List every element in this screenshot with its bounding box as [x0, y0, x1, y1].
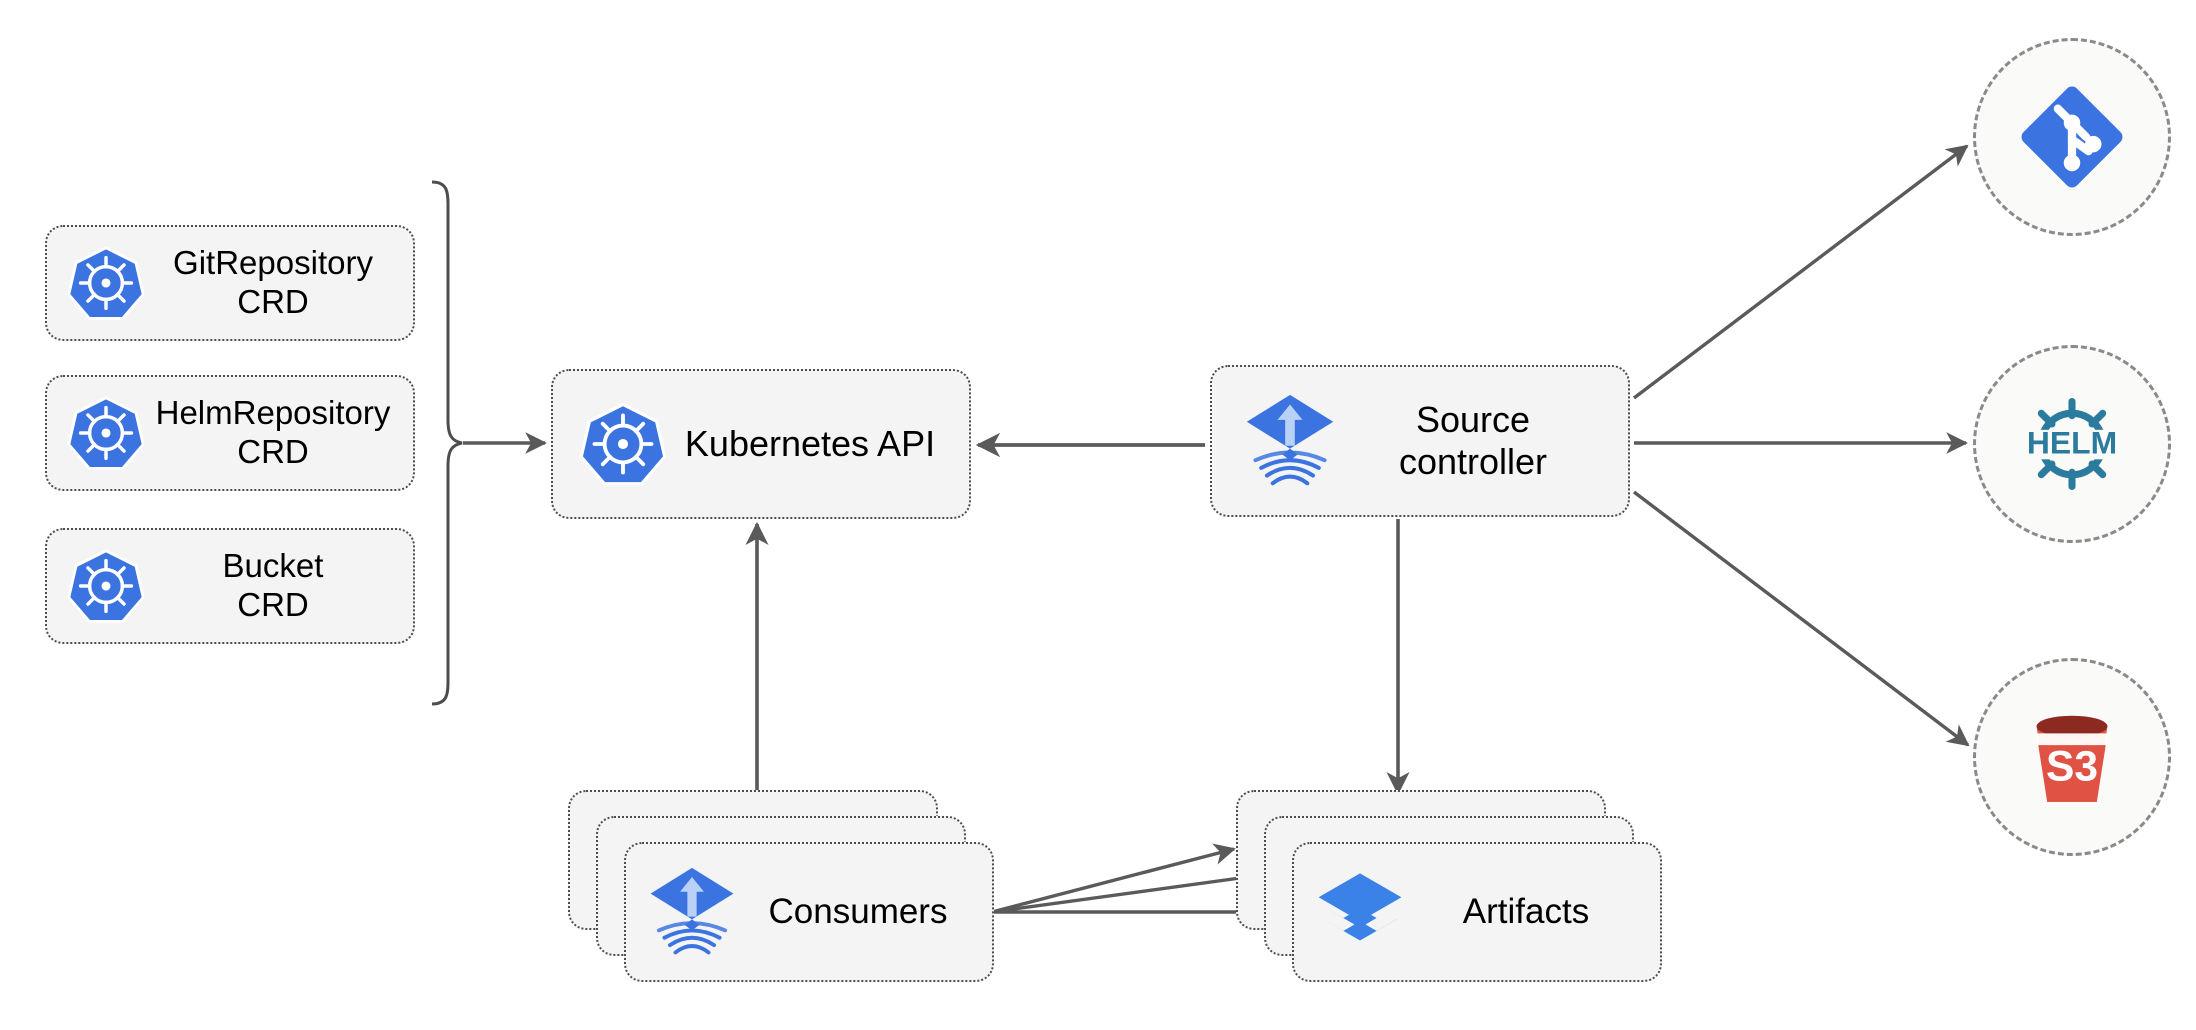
edge-consumers-to-artifacts-back: [991, 843, 1236, 914]
node-label: GitRepository CRD: [173, 244, 373, 320]
node-source-controller[interactable]: Source controller: [1210, 365, 1630, 517]
git-icon: [2013, 78, 2131, 196]
node-label: Consumers: [768, 892, 948, 931]
stack-sheet-front[interactable]: Consumers: [624, 842, 994, 982]
node-label: Kubernetes API: [684, 422, 936, 464]
s3-bucket-icon: S3: [2013, 698, 2131, 816]
node-gitrepository-crd[interactable]: GitRepository CRD: [45, 225, 415, 341]
kubernetes-icon: [65, 392, 147, 474]
node-artifacts[interactable]: Artifacts: [1236, 790, 1666, 985]
node-s3-source[interactable]: S3: [1973, 658, 2171, 856]
node-label: Source controller: [1398, 398, 1548, 482]
node-bucket-crd[interactable]: Bucket CRD: [45, 528, 415, 644]
node-consumers[interactable]: Consumers: [568, 790, 998, 985]
edge-source-to-git: [1632, 144, 1969, 400]
flux-icon: [646, 866, 738, 958]
helm-icon: HELM: [2013, 385, 2131, 503]
kubernetes-icon: [577, 398, 669, 490]
flux-icon: [1242, 393, 1338, 489]
s3-label: S3: [2046, 744, 2098, 791]
kubernetes-icon: [65, 242, 147, 324]
stack-sheet-front[interactable]: Artifacts: [1292, 842, 1662, 982]
node-kubernetes-api[interactable]: Kubernetes API: [551, 369, 971, 519]
layers-icon: [1314, 866, 1406, 958]
node-label: Artifacts: [1462, 892, 1590, 931]
node-helmrepository-crd[interactable]: HelmRepository CRD: [45, 375, 415, 491]
edge-source-to-s3: [1632, 490, 1970, 747]
helm-label: HELM: [2027, 424, 2117, 460]
crd-group-brace: [431, 180, 463, 706]
node-git-source[interactable]: [1973, 38, 2171, 236]
kubernetes-icon: [65, 545, 147, 627]
node-label: Bucket CRD: [222, 547, 324, 623]
edge-consumers-to-artifacts-middle: [991, 866, 1264, 914]
node-label: HelmRepository CRD: [155, 394, 391, 470]
node-helm-source[interactable]: HELM: [1973, 345, 2171, 543]
